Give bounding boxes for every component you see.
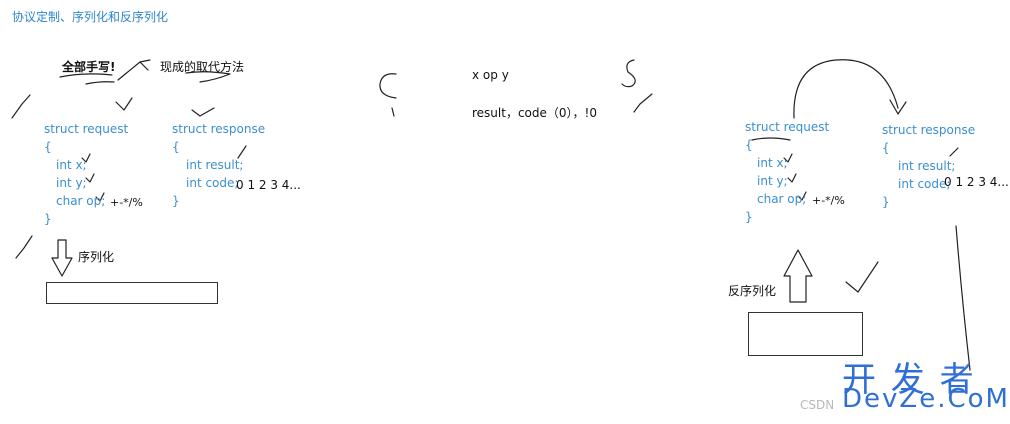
- field-result: int result;: [186, 158, 244, 172]
- brace-open: {: [882, 141, 890, 155]
- watermark-line1: 开 发 者: [842, 360, 976, 400]
- check-mark: [11, 94, 31, 119]
- struct-name: struct request: [745, 120, 830, 134]
- check-mark: [783, 153, 793, 163]
- vertical-stroke: [955, 225, 971, 371]
- brace-open: {: [44, 140, 52, 154]
- c-curve: [379, 73, 397, 99]
- field-result: int result;: [898, 159, 956, 173]
- underline-stroke: [751, 137, 791, 141]
- field-x: int x;: [757, 156, 788, 170]
- check-mark: [15, 235, 33, 259]
- code-hint: 0 1 2 3 4...: [944, 175, 1009, 189]
- brace-close: }: [745, 210, 753, 224]
- op-hint: +-*/%: [812, 194, 845, 207]
- brace-open: {: [172, 140, 180, 154]
- watermark-faint: CSDN: [800, 398, 835, 412]
- expr-text: x op y: [472, 68, 509, 82]
- check-mark: [633, 93, 653, 113]
- field-code: int code;: [186, 176, 239, 190]
- field-op: char op;: [757, 192, 807, 206]
- struct-name: struct response: [172, 122, 266, 136]
- underline-stroke: [59, 73, 113, 78]
- check-mark: [845, 261, 879, 293]
- code-hint: 0 1 2 3 4...: [236, 178, 301, 192]
- serialize-label: 序列化: [78, 250, 115, 264]
- note-modern-alternative: 现成的取代方法: [160, 60, 245, 74]
- result-text: result，code（0），!0: [472, 106, 597, 120]
- underline-stroke: [185, 71, 231, 83]
- arrow-stroke: [117, 61, 149, 81]
- brace-close: }: [44, 212, 52, 226]
- right-struct-response: struct response { int result; int code; …: [882, 121, 975, 211]
- arc-arrow: [793, 59, 899, 119]
- struct-name: struct response: [882, 123, 976, 137]
- check-mark: [81, 153, 91, 163]
- field-op: char op;: [56, 194, 106, 208]
- watermark-line2: DevZe.CoM: [842, 384, 1010, 414]
- brace-close: }: [172, 194, 180, 208]
- up-arrow-icon: [783, 249, 813, 303]
- brace-close: }: [882, 195, 890, 209]
- deserialized-buffer-box: [748, 312, 863, 356]
- page-title: 协议定制、序列化和反序列化: [12, 10, 169, 24]
- s-curve: [621, 59, 636, 88]
- check-mark: [797, 191, 807, 201]
- check-mark: [237, 145, 247, 159]
- underline-stroke: [85, 81, 115, 85]
- field-code: int code;: [898, 177, 951, 191]
- brace-open: {: [745, 138, 753, 152]
- check-mark: [115, 97, 133, 111]
- check-mark: [787, 173, 797, 183]
- field-x: int x;: [56, 158, 87, 172]
- check-mark: [191, 107, 215, 117]
- note-handwrite-all: 全部手写!: [62, 60, 116, 74]
- deserialize-label: 反序列化: [728, 284, 777, 298]
- serialized-buffer-box: [46, 282, 218, 304]
- field-y: int y;: [757, 174, 788, 188]
- right-struct-request: struct request { int x; int y; char op; …: [745, 118, 829, 226]
- arc-arrow-head: [889, 99, 907, 115]
- down-arrow-icon: [51, 239, 73, 277]
- c-tick: [391, 107, 395, 117]
- arrow-head-stroke: [139, 59, 151, 63]
- field-y: int y;: [56, 176, 87, 190]
- check-mark: [949, 147, 959, 157]
- check-mark: [95, 192, 105, 202]
- struct-name: struct request: [44, 122, 129, 136]
- check-mark: [85, 173, 95, 183]
- left-struct-response: struct response { int result; int code; …: [172, 120, 265, 210]
- left-struct-request: struct request { int x; int y; char op; …: [44, 120, 128, 228]
- op-hint: +-*/%: [110, 196, 143, 209]
